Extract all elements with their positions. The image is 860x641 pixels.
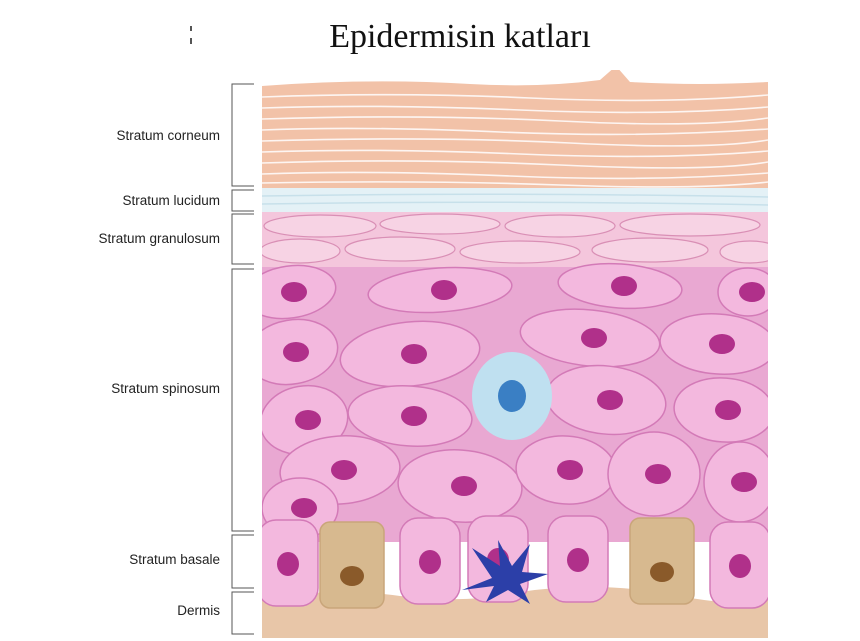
top-mark: [190, 26, 192, 31]
basal-cell-pigmented: [630, 518, 694, 604]
cell-nucleus: [431, 280, 457, 300]
melanocyte: [498, 380, 526, 412]
cell-nucleus: [557, 460, 583, 480]
basal-nucleus: [729, 554, 751, 578]
cell-nucleus: [581, 328, 607, 348]
cell-nucleus: [331, 460, 357, 480]
layer-brackets: [232, 84, 254, 634]
cell-nucleus: [715, 400, 741, 420]
cell-nucleus: [281, 282, 307, 302]
stratum-lucidum: [262, 188, 768, 212]
cell-nucleus: [401, 406, 427, 426]
cell-nucleus: [283, 342, 309, 362]
cell-nucleus: [401, 344, 427, 364]
pigmented-nucleus: [340, 566, 364, 586]
basal-nucleus: [419, 550, 441, 574]
cell-nucleus: [451, 476, 477, 496]
bracket-basale: [232, 535, 254, 588]
bracket-spinosum: [232, 269, 254, 531]
basal-cell-pigmented: [320, 522, 384, 608]
cell-nucleus: [295, 410, 321, 430]
cell-nucleus: [645, 464, 671, 484]
basal-nucleus: [277, 552, 299, 576]
cell-nucleus: [611, 276, 637, 296]
cell-nucleus: [291, 498, 317, 518]
bracket-dermis: [232, 592, 254, 634]
pigmented-nucleus: [650, 562, 674, 582]
cell-nucleus: [731, 472, 757, 492]
bracket-lucidum: [232, 190, 254, 211]
cell-nucleus: [597, 390, 623, 410]
basal-nucleus: [567, 548, 589, 572]
bracket-granulosum: [232, 214, 254, 264]
bracket-corneum: [232, 84, 254, 186]
stratum-corneum: [262, 66, 768, 188]
cell-nucleus: [739, 282, 765, 302]
cell-nucleus: [709, 334, 735, 354]
